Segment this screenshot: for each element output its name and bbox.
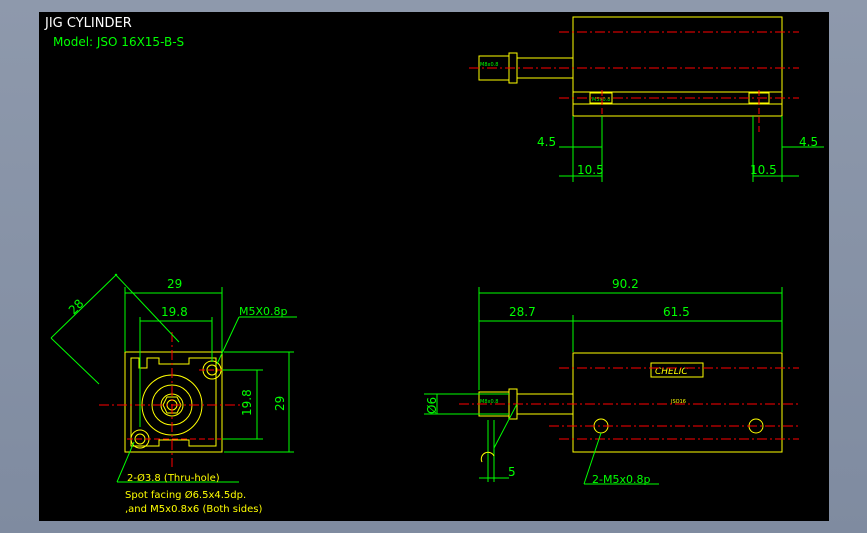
end-dim-hole-pitch: 19.8 <box>161 305 188 319</box>
end-note-3: ,and M5x0.8x6 (Both sides) <box>125 504 262 515</box>
end-view: 28 29 19.8 M5X0.8p 19.8 29 2-Ø3.8 (Thru-… <box>50 273 297 515</box>
end-dimensions <box>50 273 297 483</box>
side-view: M8x0.8 CHELIC JSO16 <box>424 277 799 486</box>
cad-drawing-canvas[interactable]: JIG CYLINDER Model: JSO 16X15-B-S M8x0.8… <box>39 12 829 521</box>
drawing-title: JIG CYLINDER <box>44 16 132 31</box>
top-dim-left-inner: 10.5 <box>577 163 604 177</box>
side-body-tag: JSO16 <box>670 399 686 405</box>
end-body-outline <box>124 351 223 453</box>
brand-logo: CHELIC <box>655 367 688 377</box>
top-slot-tag: M5x0.8 <box>592 97 610 103</box>
side-dim-body: 61.5 <box>663 305 690 319</box>
brand-plate <box>650 362 704 378</box>
end-dim-height: 29 <box>273 396 287 411</box>
side-dim-rod: 28.7 <box>509 305 536 319</box>
side-rod-tag: M8x0.8 <box>480 399 498 405</box>
top-dimensions <box>559 116 824 182</box>
side-dim-flat: 5 <box>508 465 516 479</box>
top-dim-right-outer: 4.5 <box>799 135 818 149</box>
end-dim-port: M5X0.8p <box>239 305 288 318</box>
end-body-inner <box>130 357 217 447</box>
side-dim-rod-dia: Ø6 <box>425 397 439 414</box>
end-note-2: Spot facing Ø6.5x4.5dp. <box>125 489 246 501</box>
top-dim-right-inner: 10.5 <box>750 163 777 177</box>
top-rod-tag: M8x0.8 <box>480 62 498 68</box>
end-dim-width: 29 <box>167 277 182 291</box>
model-label: Model: JSO 16X15-B-S <box>53 35 184 49</box>
end-dim-hole-pitch-v: 19.8 <box>240 389 254 416</box>
drawing-svg: JIG CYLINDER Model: JSO 16X15-B-S M8x0.8… <box>44 16 824 515</box>
side-dim-total: 90.2 <box>612 277 639 291</box>
side-dimensions <box>424 287 783 485</box>
end-note-1: 2-Ø3.8 (Thru-hole) <box>127 472 220 484</box>
end-dim-diag: 28 <box>66 296 87 317</box>
side-dim-ports: 2-M5x0.8p <box>592 473 650 486</box>
side-rod-flat-arc <box>480 451 495 463</box>
top-dim-left-outer: 4.5 <box>537 135 556 149</box>
top-view: M8x0.8 M5x0.8 4.5 10.5 10.5 4.5 <box>469 16 824 182</box>
